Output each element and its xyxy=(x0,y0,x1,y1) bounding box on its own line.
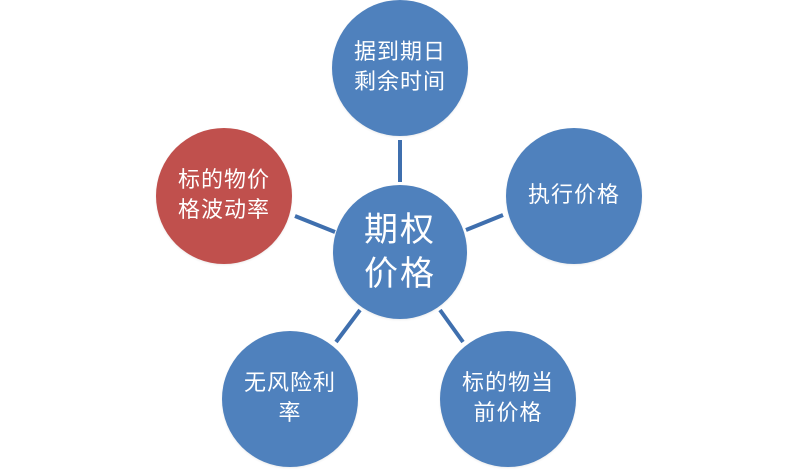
node-underlying-volatility: 标的物价 格波动率 xyxy=(156,128,292,264)
node-label: 无风险利 率 xyxy=(243,371,336,426)
connector-spot xyxy=(438,308,465,344)
connector-strike xyxy=(465,213,504,232)
center-label: 期权 价格 xyxy=(364,209,436,294)
node-label: 标的物价 格波动率 xyxy=(177,168,270,223)
node-label: 标的物当 前价格 xyxy=(461,371,554,426)
connector-vol xyxy=(294,214,336,234)
node-risk-free-rate: 无风险利 率 xyxy=(222,331,358,467)
node-strike-price: 执行价格 xyxy=(506,128,642,264)
node-time-to-expiry: 据到期日 剩余时间 xyxy=(332,0,468,136)
node-label: 据到期日 剩余时间 xyxy=(353,40,446,95)
node-option-price: 期权 价格 xyxy=(333,185,467,319)
node-label: 执行价格 xyxy=(527,183,620,209)
node-underlying-spot-price: 标的物当 前价格 xyxy=(440,331,576,467)
connector-rate xyxy=(334,308,362,344)
